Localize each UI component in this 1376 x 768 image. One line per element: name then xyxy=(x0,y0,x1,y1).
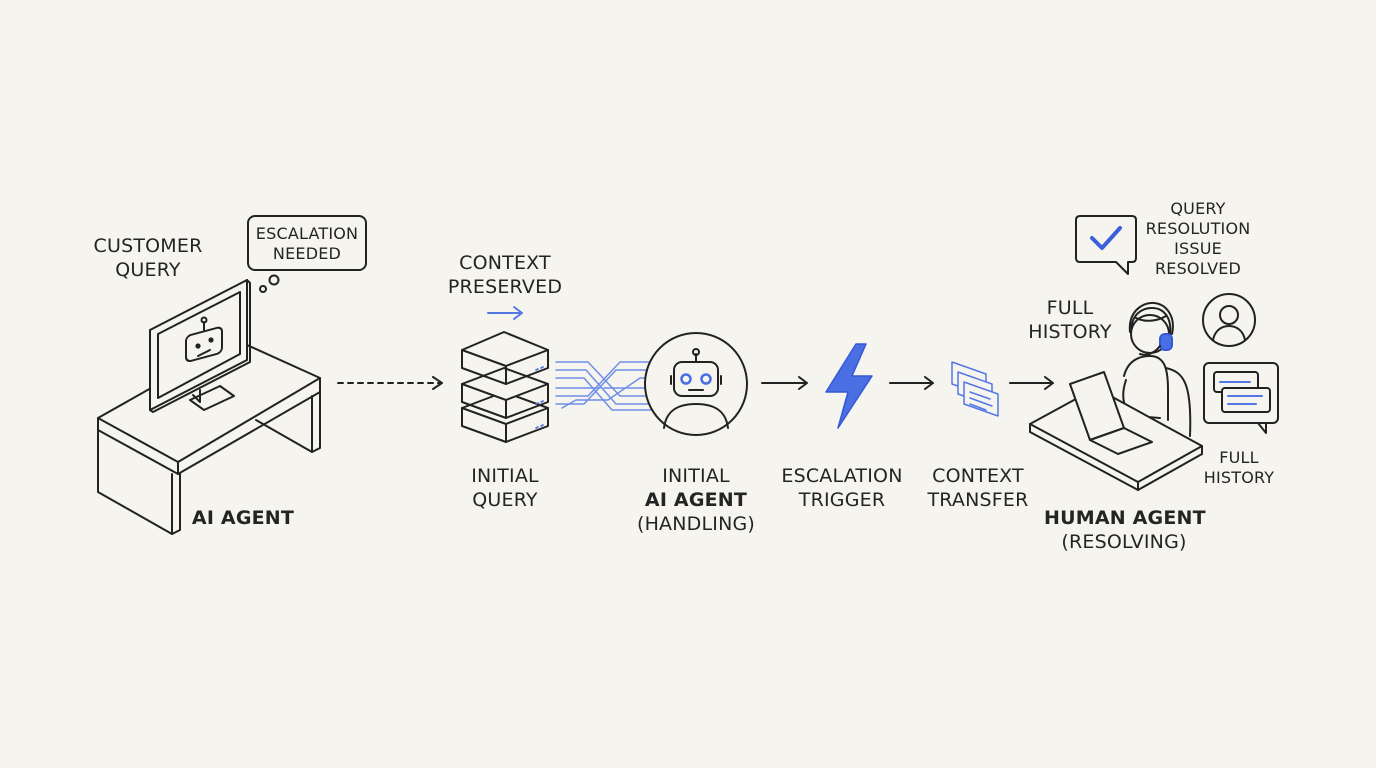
dashed-flow-arrow xyxy=(337,376,443,390)
human-agent-line1: HUMAN AGENT xyxy=(1044,507,1206,529)
query-resolution-label: QUERY RESOLUTION ISSUE RESOLVED xyxy=(1140,199,1256,279)
full-history-side-line1: FULL xyxy=(1219,448,1259,467)
human-agent-headset-icon xyxy=(1029,301,1203,491)
escalation-trigger-line1: ESCALATION xyxy=(781,465,903,487)
escalation-needed-line1: ESCALATION xyxy=(255,224,359,243)
customer-query-line2: QUERY xyxy=(115,259,181,281)
user-avatar-icon xyxy=(1202,293,1256,347)
human-agent-label: HUMAN AGENT (RESOLVING) xyxy=(1044,506,1206,554)
context-preserved-line2: PRESERVED xyxy=(447,276,563,298)
customer-query-label: CUSTOMER QUERY xyxy=(86,234,210,282)
robot-icon xyxy=(644,332,748,436)
escalation-needed-label: ESCALATION NEEDED xyxy=(248,224,366,264)
desk-computer-icon xyxy=(97,279,321,535)
ai-agent-desk-text: AI AGENT xyxy=(191,507,295,529)
context-preserved-line1: CONTEXT xyxy=(459,252,551,274)
query-resolution-line3: ISSUE xyxy=(1174,239,1222,258)
customer-query-line1: CUSTOMER xyxy=(93,235,203,257)
full-history-side-line2: HISTORY xyxy=(1203,468,1275,487)
initial-ai-agent-label: INITIAL AI AGENT (HANDLING) xyxy=(626,464,766,536)
lightning-bolt-icon xyxy=(825,343,873,429)
initial-query-label: INITIAL QUERY xyxy=(455,464,555,512)
query-resolution-line4: RESOLVED xyxy=(1154,259,1242,278)
initial-query-line1: INITIAL xyxy=(471,465,539,487)
initial-ai-line3: (HANDLING) xyxy=(636,513,756,535)
flow-arrow-2 xyxy=(889,376,934,390)
context-transfer-line1: CONTEXT xyxy=(932,465,1024,487)
ai-agent-desk-label: AI AGENT xyxy=(183,506,303,530)
escalation-trigger-label: ESCALATION TRIGGER xyxy=(776,464,908,512)
full-history-top-line1: FULL xyxy=(1046,297,1094,319)
context-transfer-label: CONTEXT TRANSFER xyxy=(922,464,1034,512)
escalation-needed-bubble xyxy=(247,215,367,293)
full-history-top-label: FULL HISTORY xyxy=(1020,296,1120,344)
query-resolution-line2: RESOLUTION xyxy=(1145,219,1251,238)
data-stream-lines xyxy=(555,361,653,411)
query-resolution-line1: QUERY xyxy=(1170,199,1226,218)
chat-bubbles-icon xyxy=(1203,362,1279,434)
escalation-trigger-line2: TRIGGER xyxy=(798,489,886,511)
documents-transfer-icon xyxy=(951,361,999,417)
server-stack-icon xyxy=(461,331,549,443)
flow-arrow-3 xyxy=(1009,376,1054,390)
initial-ai-line1: INITIAL xyxy=(662,465,730,487)
initial-query-line2: QUERY xyxy=(472,489,538,511)
initial-ai-line2: AI AGENT xyxy=(644,489,748,511)
check-bubble-icon xyxy=(1075,215,1137,275)
flow-arrow-1 xyxy=(761,376,808,390)
escalation-needed-line2: NEEDED xyxy=(272,244,342,263)
human-agent-line2: (RESOLVING) xyxy=(1061,531,1187,553)
full-history-top-line2: HISTORY xyxy=(1028,321,1112,343)
context-preserved-arrow xyxy=(487,306,523,320)
context-preserved-label: CONTEXT PRESERVED xyxy=(440,251,570,299)
context-transfer-line2: TRANSFER xyxy=(927,489,1029,511)
full-history-side-label: FULL HISTORY xyxy=(1194,448,1284,488)
